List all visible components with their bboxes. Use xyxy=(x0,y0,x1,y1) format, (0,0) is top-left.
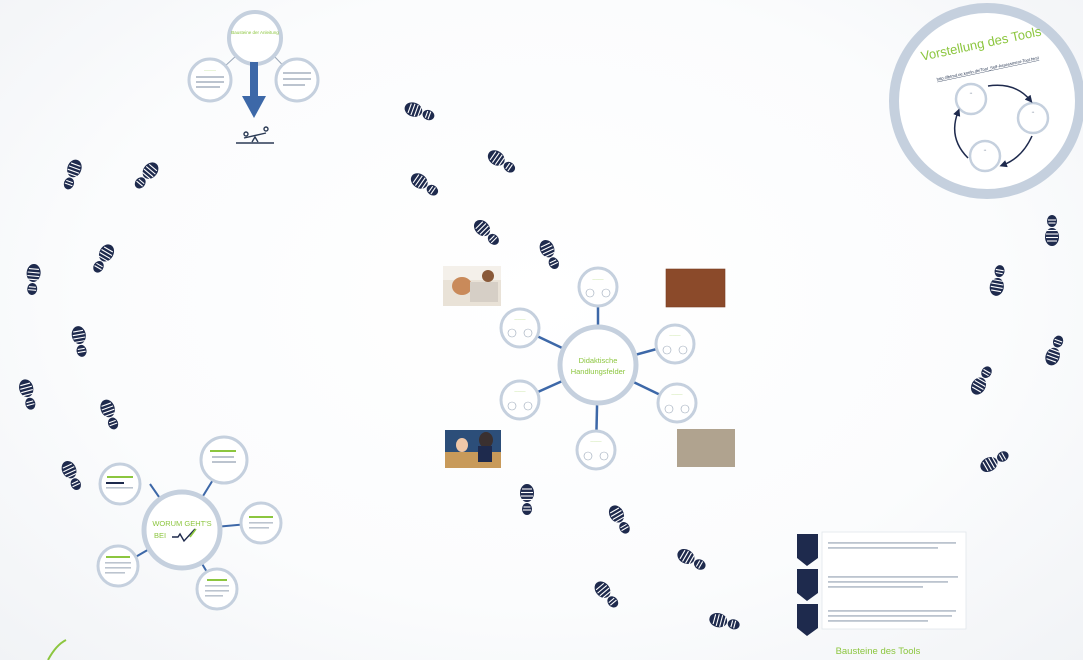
left-node[interactable] xyxy=(96,544,140,588)
svg-text:————: ———— xyxy=(204,68,216,72)
svg-text:————: ———— xyxy=(514,389,525,393)
footprint-icon xyxy=(707,610,742,634)
left-node[interactable] xyxy=(239,501,283,545)
left-hub-title-line1: WORUM GEHT'S xyxy=(152,519,211,528)
left-diagram[interactable]: WORUM GEHT'S BEI xyxy=(96,435,283,611)
top-left-title: Bausteine der Anleitung xyxy=(231,30,279,35)
photo-thumbnail[interactable] xyxy=(445,430,501,468)
svg-text:————: ———— xyxy=(590,439,601,443)
center-title-line1: Didaktische xyxy=(579,356,618,365)
tool-panel[interactable]: Vorstellung des Tools http://lbtmd.oe.ko… xyxy=(889,3,1083,199)
footprint-icon xyxy=(536,236,564,273)
seesaw-icon xyxy=(236,126,274,144)
cycle-node[interactable] xyxy=(954,82,988,116)
footprint-icon xyxy=(59,157,85,193)
photo-thumbnail[interactable] xyxy=(665,268,726,308)
footprint-icon xyxy=(1042,332,1068,368)
center-node[interactable]: ———— xyxy=(499,379,541,421)
step-chevron[interactable] xyxy=(797,604,818,636)
left-node[interactable] xyxy=(98,462,142,506)
footprint-icon xyxy=(987,263,1009,298)
left-node[interactable] xyxy=(195,567,239,611)
left-hub[interactable] xyxy=(141,489,223,571)
center-node[interactable]: ———— xyxy=(575,429,617,471)
decorative-stroke xyxy=(47,639,67,660)
footprint-icon xyxy=(1044,214,1060,247)
footprint-icon xyxy=(16,377,40,412)
logo-icon xyxy=(172,528,196,543)
center-node[interactable]: ———— xyxy=(499,307,541,349)
svg-text:•••: ••• xyxy=(970,92,973,95)
cycle-arrow-icon xyxy=(953,84,1033,168)
cycle-node[interactable] xyxy=(968,139,1002,173)
center-node[interactable]: ———— xyxy=(656,382,698,424)
footprint-icon xyxy=(402,99,438,125)
center-title-line2: Handlungsfelder xyxy=(571,367,626,376)
arrow-down-icon xyxy=(242,96,266,118)
footprint-icon xyxy=(407,169,442,200)
footprint-icon xyxy=(484,146,519,177)
left-hub-title-line2: BEI xyxy=(154,531,166,540)
top-left-node[interactable] xyxy=(187,57,233,103)
center-hub[interactable] xyxy=(557,324,639,406)
step-chevron[interactable] xyxy=(797,534,818,566)
footprint-icon xyxy=(69,324,91,359)
footprint-icon xyxy=(130,158,163,193)
footprint-icon xyxy=(24,262,42,297)
footprint-icon xyxy=(519,483,535,516)
center-node[interactable]: ———— xyxy=(577,266,619,308)
svg-text:————: ———— xyxy=(592,277,603,281)
photo-thumbnail[interactable] xyxy=(443,266,501,306)
building-blocks[interactable]: Bausteine des Tools xyxy=(797,531,967,657)
svg-text:•••: ••• xyxy=(1032,111,1035,114)
footprint-icon xyxy=(674,545,710,575)
svg-text:————: ———— xyxy=(671,392,682,396)
footprint-icon xyxy=(470,216,504,250)
top-left-hub[interactable] xyxy=(227,10,283,66)
footprint-icon xyxy=(88,241,118,277)
photo-thumbnail[interactable] xyxy=(677,429,735,467)
footprint-icon xyxy=(967,362,997,398)
step-chevron[interactable] xyxy=(797,569,818,601)
svg-text:————: ———— xyxy=(669,333,680,337)
footprint-icon xyxy=(97,397,123,433)
footprint-icon xyxy=(605,502,635,538)
svg-text:————: ———— xyxy=(514,317,525,321)
building-blocks-caption: Bausteine des Tools xyxy=(836,646,921,657)
cycle-node[interactable] xyxy=(1016,101,1050,135)
center-node[interactable]: ———— xyxy=(654,323,696,365)
footprint-icon xyxy=(58,457,86,494)
footprint-icon xyxy=(977,446,1013,476)
center-diagram[interactable]: Didaktische Handlungsfelder ———— ———— ——… xyxy=(443,266,735,471)
footprint-icon xyxy=(590,577,623,612)
top-left-cluster[interactable]: Bausteine der Anleitung ———— xyxy=(187,10,320,144)
svg-text:•••: ••• xyxy=(984,149,987,152)
left-node[interactable] xyxy=(199,435,249,485)
